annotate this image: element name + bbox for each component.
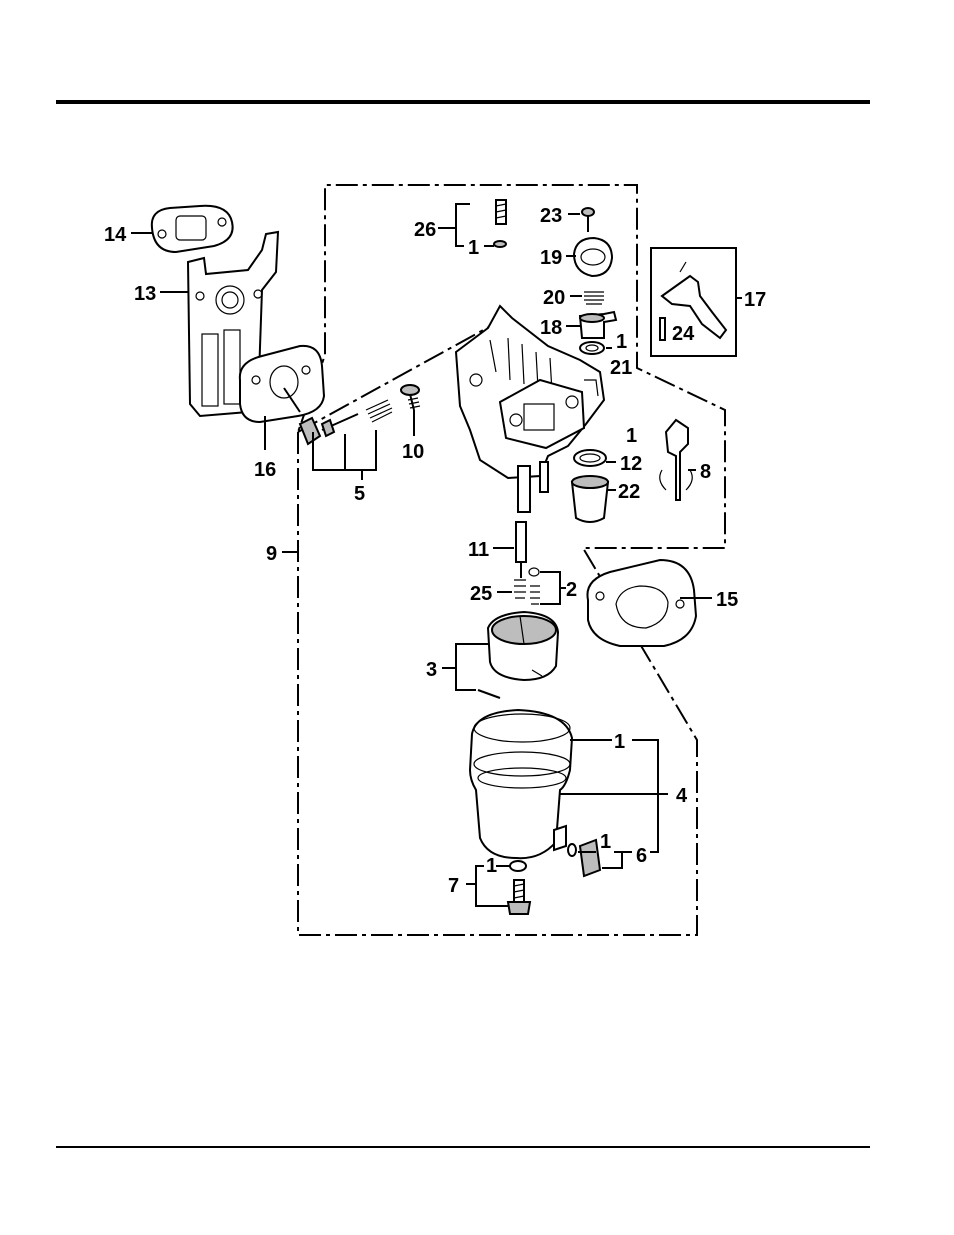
callout-5: 5 (354, 483, 365, 505)
callout-17: 17 (744, 289, 766, 311)
part-21-seal (580, 342, 604, 354)
callout-14: 14 (104, 224, 127, 246)
callout-1-c: 1 (626, 425, 637, 447)
part-14-gasket (152, 206, 233, 252)
callout-1-f: 1 (486, 855, 497, 877)
part-10-screw (401, 385, 420, 410)
callout-19: 19 (540, 247, 562, 269)
callout-3: 3 (426, 659, 437, 681)
callout-2: 2 (566, 579, 577, 601)
part-12-o-ring (574, 450, 606, 466)
callout-25: 25 (470, 583, 492, 605)
part-23-screw (582, 208, 594, 232)
callout-18: 18 (540, 317, 562, 339)
callout-11: 11 (468, 539, 489, 561)
part-3-float (478, 612, 558, 698)
part-11-needle (516, 522, 526, 578)
part-15-gasket (587, 560, 696, 646)
part-25-jet (514, 580, 526, 598)
callout-20: 20 (543, 287, 565, 309)
callout-1-a: 1 (468, 237, 479, 259)
part-6-drain-screw (568, 840, 600, 876)
callout-21: 21 (610, 357, 632, 379)
part-4-bowl (470, 710, 572, 858)
callout-7: 7 (448, 875, 459, 897)
part-2-spring (529, 568, 540, 604)
part-22-cap (572, 476, 608, 522)
callout-9: 9 (266, 543, 277, 565)
part-7-bolt (508, 861, 530, 914)
callout-1-e: 1 (600, 831, 611, 853)
callout-23: 23 (540, 205, 562, 227)
callout-22: 22 (618, 481, 640, 503)
callout-24: 24 (672, 323, 695, 345)
callout-15: 15 (716, 589, 738, 611)
callout-1-b: 1 (616, 331, 627, 353)
callout-13: 13 (134, 283, 156, 305)
callout-26: 26 (414, 219, 436, 241)
part-19-cover (574, 238, 612, 276)
callout-16: 16 (254, 459, 276, 481)
part-8-lever (660, 420, 693, 500)
callout-4: 4 (676, 785, 688, 807)
part-20-spring (584, 292, 604, 304)
callout-6: 6 (636, 845, 647, 867)
callout-12: 12 (620, 453, 642, 475)
part-26-screw (494, 200, 506, 247)
part-18-piston (580, 312, 616, 338)
callout-8: 8 (700, 461, 711, 483)
callout-10: 10 (402, 441, 424, 463)
part-24-pin (660, 318, 665, 340)
callout-1-d: 1 (614, 731, 625, 753)
